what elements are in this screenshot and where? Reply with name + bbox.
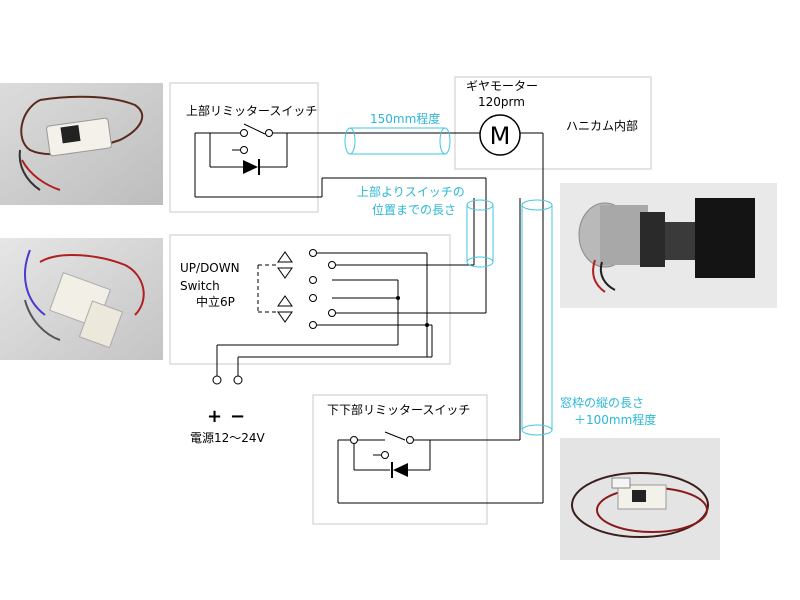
tube-150mm (344, 127, 451, 155)
upper-to-switch-label-1: 上部よりスイッチの (357, 184, 465, 199)
frame-length-label-1: 窓枠の縦の長さ (560, 395, 644, 410)
minus-sign: − (230, 406, 245, 427)
plus-sign: + (207, 406, 222, 427)
gear-motor-rpm: 120prm (478, 95, 525, 109)
upper-to-switch-label-2: 位置までの長さ (372, 202, 456, 217)
switch-lever-lines (232, 149, 381, 456)
length-150-label: 150mm程度 (370, 111, 440, 126)
updown-label-2: Switch (180, 279, 220, 293)
motor-letter: M (490, 122, 511, 150)
power-label: 電源12～24V (190, 431, 266, 445)
rocker-switch-photo (0, 238, 163, 360)
updown-switch-box (169, 234, 451, 365)
updown-label-1: UP/DOWN (180, 261, 240, 275)
switch-contacts (212, 129, 414, 459)
frame-length-label-2: ＋100mm程度 (574, 412, 656, 427)
upper-switch-box (169, 82, 319, 213)
motor-symbol: M (479, 114, 521, 156)
rocker-switch-symbol (257, 251, 293, 323)
lower-switch-box (312, 394, 488, 525)
gear-motor-label: ギヤモーター (466, 79, 538, 93)
lower-diode (391, 462, 408, 478)
gear-motor-photo (560, 183, 777, 308)
upper-diode (243, 159, 260, 175)
motor-box (454, 76, 652, 170)
honeycomb-label: ハニカム内部 (566, 118, 638, 133)
wiring (194, 123, 544, 504)
tube-frame-length (521, 199, 553, 436)
lower-switch-photo (560, 438, 720, 560)
upper-switch-photo (0, 83, 163, 205)
cable-tubes (344, 127, 553, 436)
junction-dots (396, 296, 429, 327)
upper-switch-title: 上部リミッタースイッチ (186, 103, 317, 118)
tube-upper-to-switch (466, 199, 494, 268)
lower-switch-title: 下下部リミッタースイッチ (327, 402, 470, 417)
updown-label-3: 中立6P (196, 294, 235, 309)
